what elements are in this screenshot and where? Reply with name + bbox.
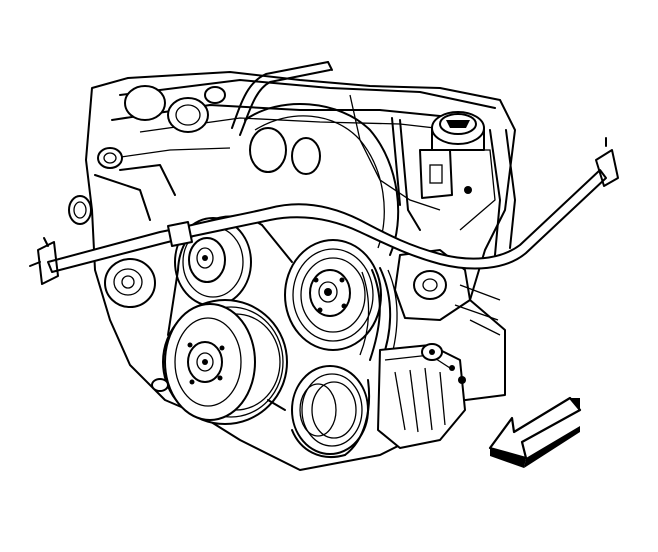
- belt-tensioner: [394, 249, 501, 336]
- left-small-pulley: [104, 258, 156, 308]
- lower-idler-pulley: [291, 365, 369, 455]
- coolant-hose-bar: [29, 137, 619, 285]
- power-steering-pulley: [284, 239, 382, 351]
- left-bracket: [68, 147, 176, 225]
- oil-fill-cap: [431, 111, 485, 151]
- crankshaft-pulley: [162, 299, 288, 425]
- right-bracket: [391, 117, 472, 231]
- front-view-arrow: [488, 396, 582, 468]
- upper-hose: [231, 61, 333, 136]
- right-vertical-hose: [489, 129, 516, 256]
- top-left-caps: [124, 85, 321, 175]
- bottom-bolt: [151, 378, 169, 392]
- generator: [377, 343, 466, 449]
